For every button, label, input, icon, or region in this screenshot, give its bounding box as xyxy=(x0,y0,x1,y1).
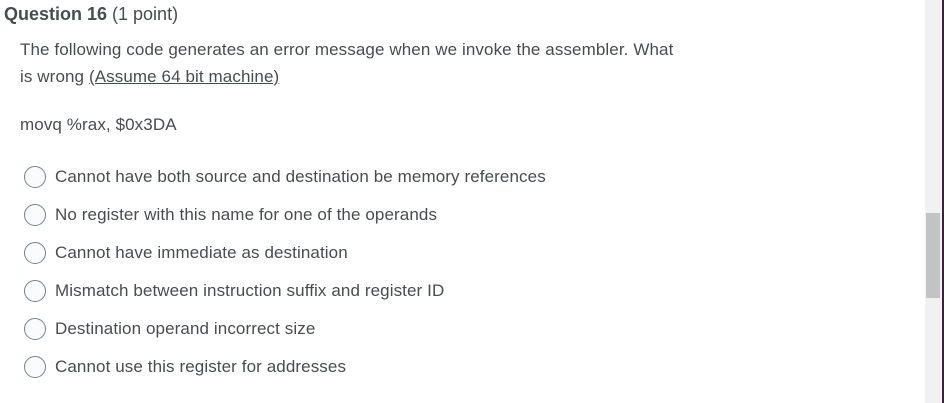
question-prompt: The following code generates an error me… xyxy=(20,36,673,90)
assembly-code-line: movq %rax, $0x3DA xyxy=(20,115,177,134)
option-label[interactable]: Cannot have immediate as destination xyxy=(55,243,348,262)
answer-option: Mismatch between instruction suffix and … xyxy=(0,272,760,310)
option-label[interactable]: Cannot use this register for addresses xyxy=(55,357,347,376)
option-label[interactable]: No register with this name for one of th… xyxy=(55,205,438,224)
scrollbar-thumb[interactable] xyxy=(926,213,940,298)
question-number: Question 16 xyxy=(4,4,108,24)
answer-option: No register with this name for one of th… xyxy=(0,196,760,234)
radio-button[interactable] xyxy=(24,356,46,378)
radio-button[interactable] xyxy=(24,204,46,226)
panel-edge-divider xyxy=(942,0,944,403)
scrollbar-track[interactable] xyxy=(925,0,942,403)
radio-button[interactable] xyxy=(24,166,46,188)
radio-button[interactable] xyxy=(24,242,46,264)
answer-option: Cannot have both source and destination … xyxy=(0,158,760,196)
answer-option: Cannot use this register for addresses xyxy=(0,348,760,386)
option-label[interactable]: Destination operand incorrect size xyxy=(55,319,316,338)
prompt-line-2: is wrong (Assume 64 bit machine) xyxy=(20,63,673,90)
question-header: Question 16(1 point) xyxy=(4,2,178,26)
option-label[interactable]: Mismatch between instruction suffix and … xyxy=(55,281,445,300)
answer-option: Destination operand incorrect size xyxy=(0,310,760,348)
prompt-underlined-text: (Assume 64 bit machine) xyxy=(88,67,280,86)
question-points: (1 point) xyxy=(112,4,179,24)
prompt-line-2-prefix: is wrong xyxy=(20,67,89,86)
answer-options-list: Cannot have both source and destination … xyxy=(0,158,760,386)
answer-option: Cannot have immediate as destination xyxy=(0,234,760,272)
radio-button[interactable] xyxy=(24,318,46,340)
radio-button[interactable] xyxy=(24,280,46,302)
option-label[interactable]: Cannot have both source and destination … xyxy=(55,167,546,186)
prompt-line-1: The following code generates an error me… xyxy=(20,40,674,59)
